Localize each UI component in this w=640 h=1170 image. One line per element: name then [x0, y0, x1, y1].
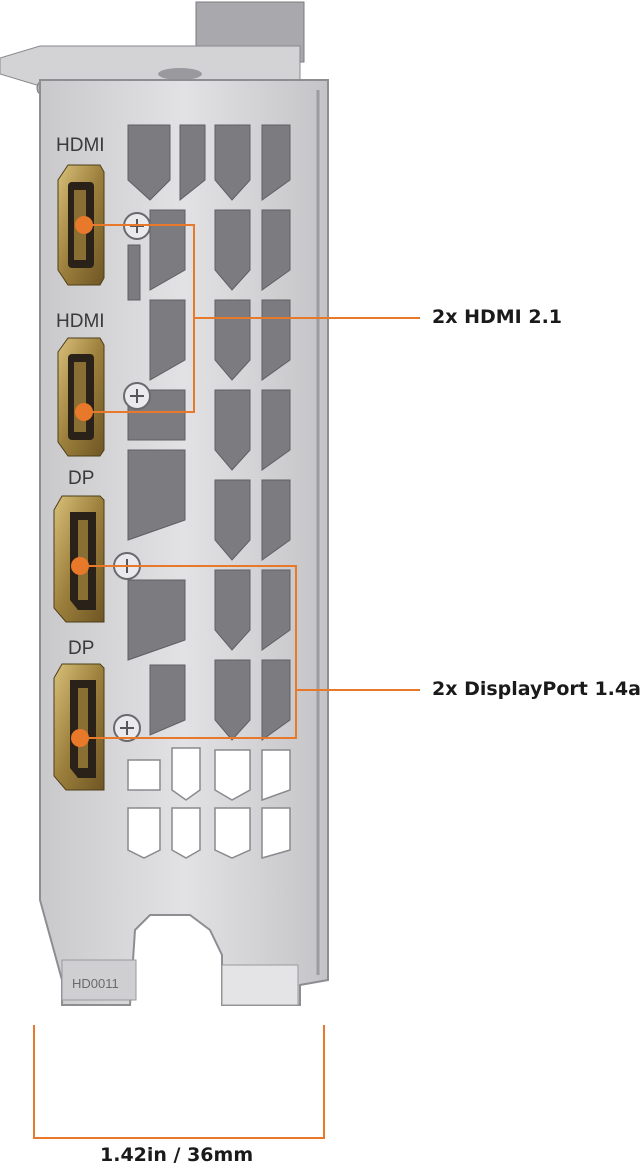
vent-grid-lower [127, 747, 291, 859]
displayport-2 [53, 663, 105, 791]
dp-1-marker [71, 557, 89, 575]
hdmi-callout-lines [84, 224, 420, 413]
bracket-plate [39, 79, 329, 1006]
hdmi-2-marker [75, 403, 93, 421]
screw-icon [113, 212, 151, 742]
port-label-dp-2: DP [68, 638, 94, 659]
port-label-hdmi-2: HDMI [56, 311, 105, 332]
displayport-callout-label: 2x DisplayPort 1.4a [432, 678, 640, 700]
port-label-dp-1: DP [68, 468, 94, 489]
hdmi-1-marker [75, 216, 93, 234]
dimension-line [33, 1025, 325, 1139]
width-dimension-label: 1.42in / 36mm [100, 1144, 254, 1166]
hdmi-port-2 [57, 337, 105, 457]
dp-2-marker [71, 729, 89, 747]
hdmi-callout-label: 2x HDMI 2.1 [432, 306, 563, 328]
port-label-hdmi-1: HDMI [56, 135, 105, 156]
bracket-engraving: HD0011 [72, 976, 119, 991]
dp-callout-lines [80, 565, 420, 739]
vent-grid [127, 124, 291, 741]
mounting-tab [0, 1, 305, 97]
